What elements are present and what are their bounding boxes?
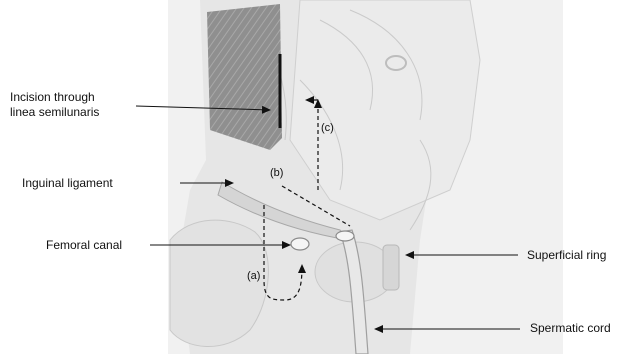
label-incision-line2: linea semilunaris	[10, 105, 99, 120]
symphysis	[383, 245, 399, 290]
label-femoral-canal: Femoral canal	[46, 238, 122, 253]
label-spermatic-cord: Spermatic cord	[530, 321, 611, 336]
muscle-block	[207, 4, 282, 150]
path-a-label: (a)	[247, 270, 260, 282]
label-incision: Incision through linea semilunaris	[10, 90, 99, 120]
superficial-ring-shape	[336, 231, 354, 241]
label-superficial-ring: Superficial ring	[527, 248, 606, 263]
label-inguinal-ligament: Inguinal ligament	[22, 176, 113, 191]
path-b-label: (b)	[270, 167, 283, 179]
femoral-canal-shape	[291, 238, 309, 250]
path-c-label: (c)	[321, 122, 334, 134]
background-illustration	[168, 0, 563, 354]
label-incision-line1: Incision through	[10, 90, 99, 105]
